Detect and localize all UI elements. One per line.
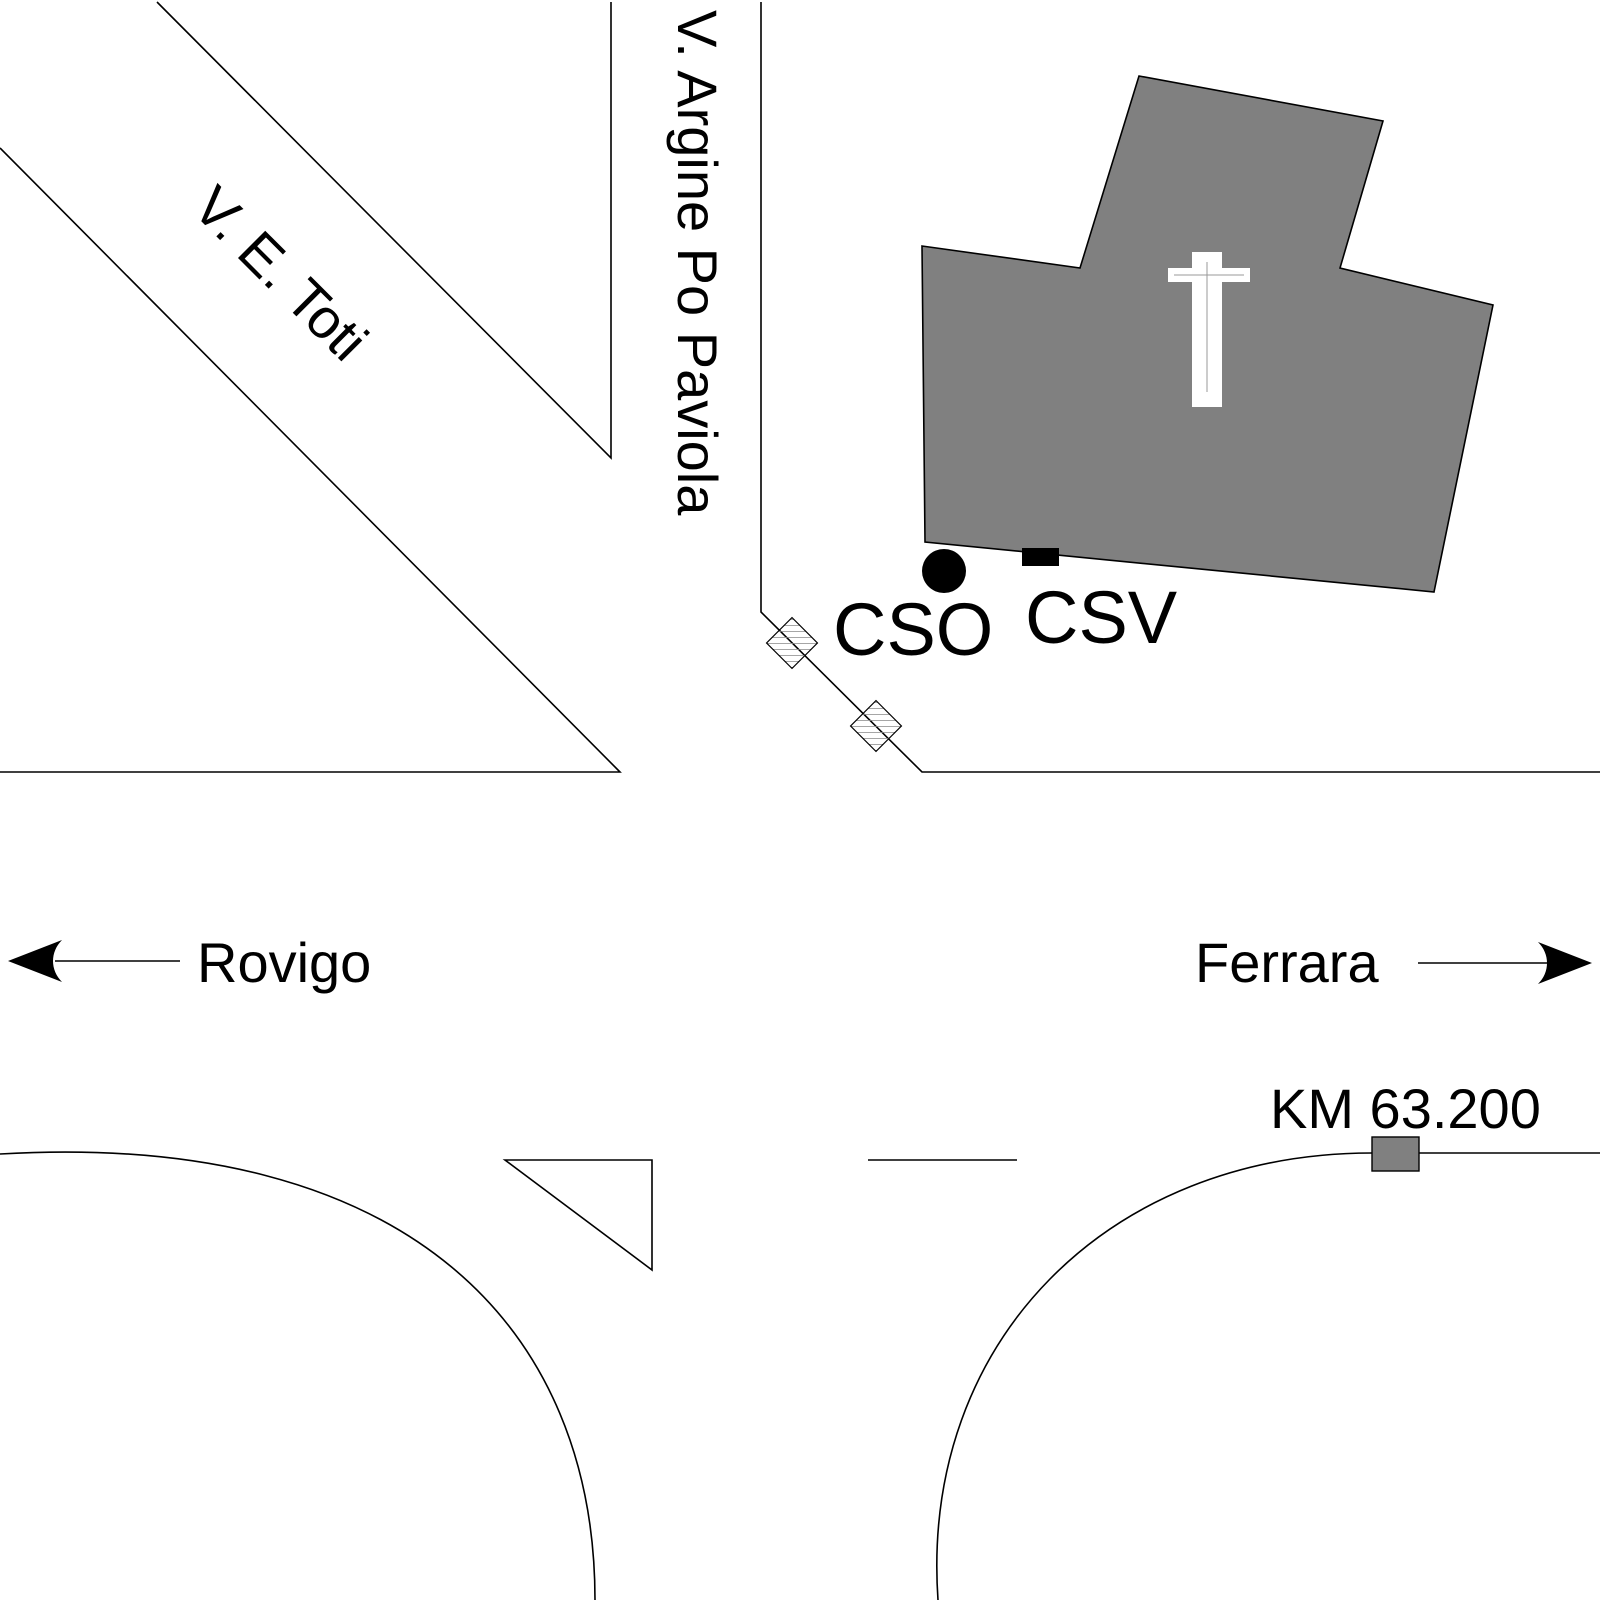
cross-icon	[1168, 252, 1250, 407]
crosswalk-lower	[849, 699, 903, 753]
arrow-left-icon	[8, 940, 180, 982]
crosswalk-upper	[765, 616, 819, 670]
argine-edge-east	[760, 2, 1600, 773]
toti-edge-north	[156, 1, 612, 460]
km-marker	[1371, 1136, 1420, 1172]
csv-marker	[1022, 548, 1059, 566]
traffic-island-west	[502, 1159, 653, 1272]
church	[921, 75, 1494, 593]
street-label-argine: V. Argine Po Paviola	[666, 10, 729, 516]
curb-southeast	[936, 1152, 1600, 1600]
curb-southwest	[0, 1151, 596, 1600]
direction-label-ferrara: Ferrara	[1195, 931, 1379, 994]
csv-label: CSV	[1025, 576, 1178, 659]
km-label: KM 63.200	[1270, 1077, 1541, 1140]
cso-marker	[922, 549, 966, 593]
toti-edge-south	[0, 147, 622, 773]
cso-label: CSO	[833, 588, 993, 671]
direction-label-rovigo: Rovigo	[197, 931, 371, 994]
street-label-toti: V. E. Toti	[182, 174, 381, 373]
arrow-right-icon	[1418, 942, 1592, 984]
